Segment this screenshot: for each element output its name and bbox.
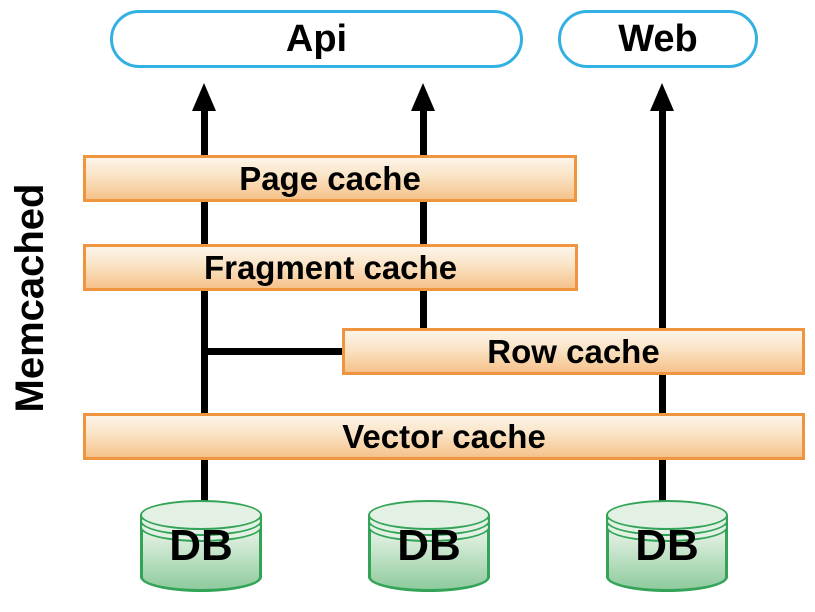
up-arrow-icon (411, 83, 435, 111)
connector-db1-to-api (201, 105, 208, 505)
node-api-label: Api (285, 17, 348, 60)
db-cylinder-top (368, 500, 490, 530)
node-page-cache: Page cache (83, 155, 577, 202)
node-web: Web (558, 10, 758, 68)
vector-cache-label: Vector cache (342, 417, 546, 455)
node-row-cache: Row cache (342, 328, 805, 375)
node-web-label: Web (618, 17, 698, 60)
db-cylinder-top (606, 500, 728, 530)
node-fragment-cache: Fragment cache (83, 244, 578, 291)
up-arrow-icon (650, 83, 674, 111)
node-api: Api (110, 10, 523, 68)
fragment-cache-label: Fragment cache (203, 248, 458, 286)
db-cylinder-top (140, 500, 262, 530)
node-db-3: DB (606, 500, 728, 592)
page-cache-label: Page cache (239, 159, 421, 197)
connector-branch-to-rowcache (201, 348, 346, 355)
db-label: DB (169, 521, 233, 570)
connector-db3-to-web (659, 105, 666, 505)
db-label: DB (635, 521, 699, 570)
node-db-1: DB (140, 500, 262, 592)
db-label: DB (397, 521, 461, 570)
node-db-2: DB (368, 500, 490, 592)
connector-rowcache-to-api (420, 105, 427, 355)
memcached-side-label: Memcached (8, 183, 52, 413)
row-cache-label: Row cache (487, 332, 660, 370)
up-arrow-icon (192, 83, 216, 111)
node-vector-cache: Vector cache (83, 413, 805, 460)
